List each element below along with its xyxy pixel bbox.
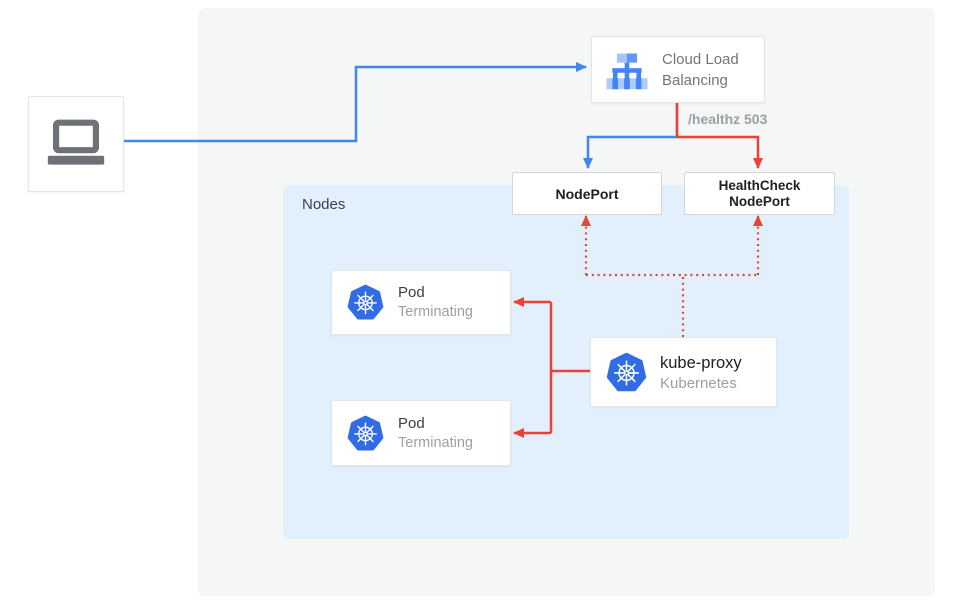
- pod-2-title: Pod: [398, 414, 425, 432]
- client-box: [28, 96, 124, 192]
- pod-1-title: Pod: [398, 284, 425, 301]
- laptop-icon: [43, 111, 109, 177]
- kube-proxy-title: kube-proxy: [660, 353, 742, 372]
- healthcheck-nodeport-box: HealthCheck NodePort: [684, 172, 835, 215]
- kubernetes-icon: [346, 414, 385, 453]
- kube-proxy-box: kube-proxy Kubernetes: [590, 337, 777, 407]
- nodeport-label: NodePort: [555, 185, 619, 202]
- cloud-load-balancing-label: Cloud Load Balancing: [662, 49, 739, 91]
- pod-box-1: Pod Terminating: [331, 270, 511, 335]
- cloud-load-balancing-label-line1: Cloud Load: [662, 50, 739, 68]
- cloud-load-balancing-box: Cloud Load Balancing: [591, 36, 765, 103]
- nodeport-box: NodePort: [512, 172, 662, 215]
- kube-proxy-subtitle: Kubernetes: [660, 374, 737, 392]
- pod-box-2: Pod Terminating: [331, 400, 511, 466]
- healthz-503-label: /healthz 503: [688, 111, 768, 127]
- healthcheck-nodeport-label-line1: HealthCheck: [718, 177, 801, 193]
- kubernetes-icon: [346, 283, 385, 322]
- healthcheck-nodeport-label-line2: NodePort: [729, 193, 790, 209]
- kubernetes-icon: [605, 351, 648, 394]
- cloud-load-balancing-label-line2: Balancing: [662, 71, 728, 89]
- pod-2-status: Terminating: [398, 434, 473, 451]
- cloud-load-balancing-icon: [605, 48, 649, 92]
- nodes-panel-label: Nodes: [302, 196, 346, 213]
- pod-1-status: Terminating: [398, 304, 473, 320]
